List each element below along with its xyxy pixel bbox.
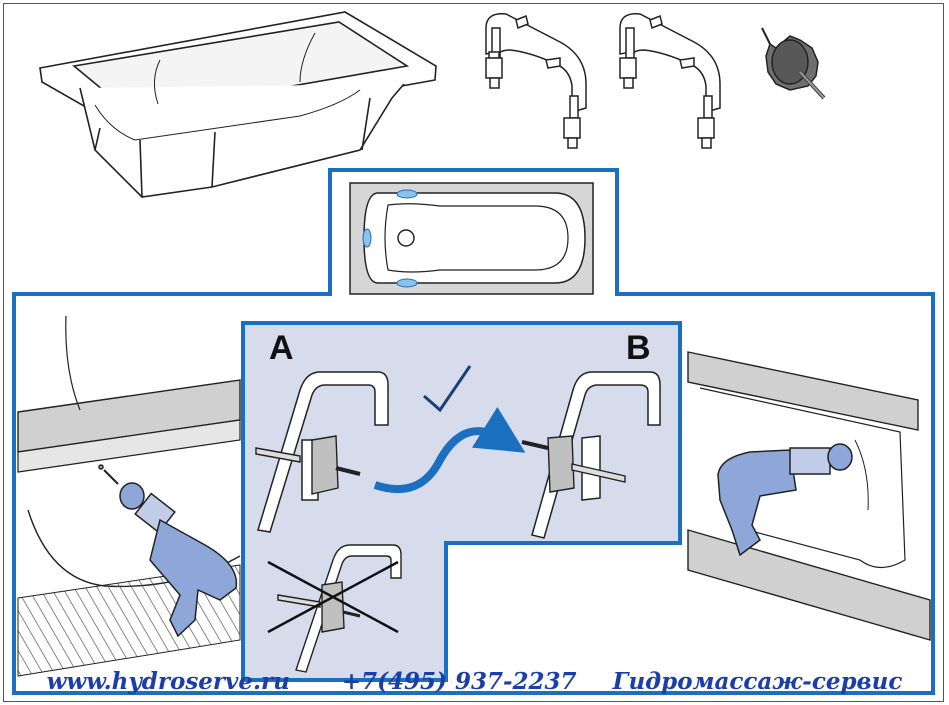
footer-company: Гидромассаж-сервис bbox=[612, 668, 903, 695]
drill-icon bbox=[98, 464, 238, 638]
blue-frame bbox=[12, 168, 935, 695]
drill-bit-b-icon bbox=[521, 435, 626, 493]
check-mark-icon bbox=[423, 365, 472, 413]
hole-saw-icon bbox=[761, 27, 826, 100]
instruction-panel bbox=[241, 321, 682, 682]
support-bracket-icon bbox=[619, 13, 721, 149]
right-drilling-scene bbox=[687, 351, 931, 641]
support-bracket-icon bbox=[485, 13, 587, 149]
footer-website: www.hydroserve.ru bbox=[46, 668, 290, 695]
cross-mark-icon bbox=[267, 560, 399, 634]
bathtub-top-view bbox=[349, 182, 594, 295]
label-a: A bbox=[269, 329, 294, 367]
left-drilling-scene bbox=[17, 315, 241, 677]
footer-contacts: www.hydroserve.ru +7(495) 937-2237 Гидро… bbox=[0, 668, 949, 695]
bathtub-icon bbox=[39, 11, 437, 198]
curved-arrow-icon bbox=[373, 406, 526, 494]
drill-bit-a-icon bbox=[255, 435, 361, 495]
footer-phone: +7(495) 937-2237 bbox=[341, 668, 577, 695]
drill-icon bbox=[717, 443, 853, 557]
label-b: B bbox=[626, 329, 651, 367]
page-border bbox=[3, 3, 944, 702]
